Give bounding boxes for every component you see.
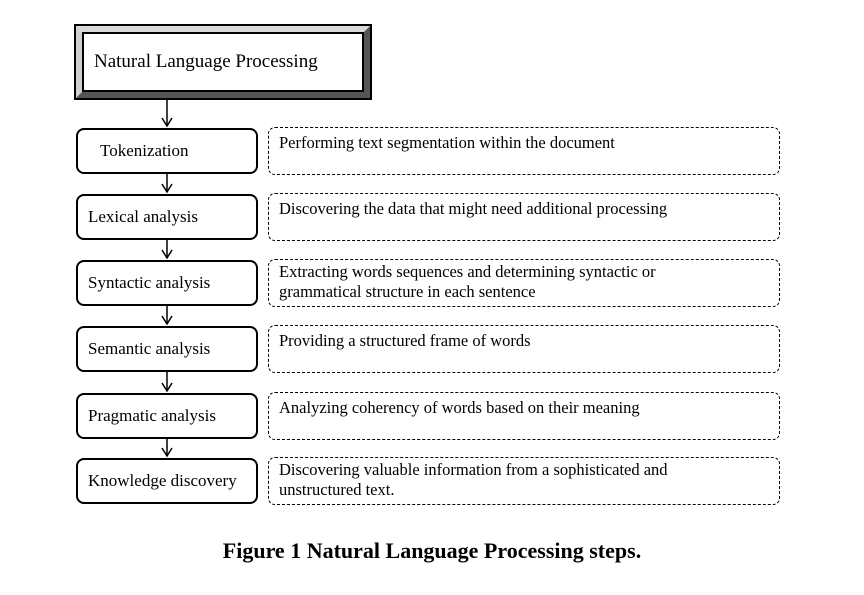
step-label: Semantic analysis xyxy=(88,339,211,358)
figure-caption: Figure 1 Natural Language Processing ste… xyxy=(222,538,642,563)
step-label: Pragmatic analysis xyxy=(88,406,216,425)
desc-knowledge-discovery: Discovering valuable information from a … xyxy=(268,457,780,505)
step-label: Syntactic analysis xyxy=(88,273,211,292)
arrow-head-4 xyxy=(161,315,173,326)
step-label: Lexical analysis xyxy=(88,207,198,226)
desc-pragmatic-analysis: Analyzing coherency of words based on th… xyxy=(268,392,780,440)
step-label: Tokenization xyxy=(100,141,189,160)
step-syntactic-analysis: Syntactic analysis xyxy=(76,260,258,306)
arrow-head-2 xyxy=(161,183,173,194)
desc-lexical-analysis: Discovering the data that might need add… xyxy=(268,193,780,241)
arrow-head-5 xyxy=(161,382,173,393)
step-description: Providing a structured frame of words xyxy=(279,331,531,350)
arrow-head-1 xyxy=(161,117,173,128)
desc-tokenization: Performing text segmentation within the … xyxy=(268,127,780,175)
arrow-head-3 xyxy=(161,249,173,260)
title-box: Natural Language Processing xyxy=(74,24,372,100)
step-label: Knowledge discovery xyxy=(88,471,237,490)
step-tokenization: Tokenization xyxy=(76,128,258,174)
step-knowledge-discovery: Knowledge discovery xyxy=(76,458,258,504)
step-description: Discovering the data that might need add… xyxy=(279,199,668,218)
step-description: Extracting words sequences and determini… xyxy=(279,262,656,301)
desc-syntactic-analysis: Extracting words sequences and determini… xyxy=(268,259,780,307)
step-semantic-analysis: Semantic analysis xyxy=(76,326,258,372)
step-description: Performing text segmentation within the … xyxy=(279,133,615,152)
step-description: Discovering valuable information from a … xyxy=(279,460,668,499)
arrow-head-6 xyxy=(161,447,173,458)
step-lexical-analysis: Lexical analysis xyxy=(76,194,258,240)
step-pragmatic-analysis: Pragmatic analysis xyxy=(76,393,258,439)
desc-semantic-analysis: Providing a structured frame of words xyxy=(268,325,780,373)
step-description: Analyzing coherency of words based on th… xyxy=(279,398,640,417)
title-text: Natural Language Processing xyxy=(82,32,364,92)
